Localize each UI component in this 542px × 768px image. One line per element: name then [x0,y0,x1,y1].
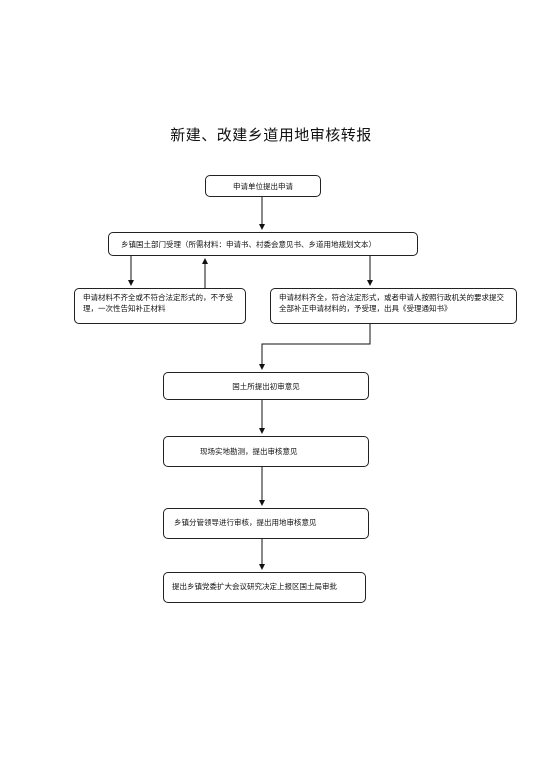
step-preliminary-review-node: 国土所提出初审意见 [163,372,369,400]
step-submit-approval-node: 提出乡镇党委扩大会议研究决定上报区国土局审批 [163,572,366,603]
step-accepted-text: 申请材料齐全，符合法定形式，或者申请人按照行政机关的要求提交全部补正申请材料的，… [279,293,504,313]
step-acceptance-node: 乡镇国土部门受理（所需材料：申请书、村委会意见书、乡道用地规划文本） [108,232,418,256]
step-leader-review-text: 乡镇分管领导进行审核，提出用地审核意见 [174,518,317,527]
step-application-text: 申请单位提出申请 [233,182,293,191]
step-accepted-node: 申请材料齐全，符合法定形式，或者申请人按照行政机关的要求提交全部补正申请材料的，… [270,288,517,324]
step-acceptance-text: 乡镇国土部门受理（所需材料：申请书、村委会意见书、乡道用地规划文本） [121,240,376,249]
page-title: 新建、改建乡道用地审核转报 [170,126,372,144]
step-leader-review-node: 乡镇分管领导进行审核，提出用地审核意见 [163,508,369,539]
step-rejected-text: 申请材料不齐全或不符合法定形式的，不予受理，一次性告知补正材料 [83,293,233,313]
step-preliminary-review-text: 国土所提出初审意见 [232,382,300,391]
step-site-survey-text: 现场实地勘测，提出审核意见 [200,447,298,456]
arrow-accepted-to-preliminary [259,324,371,370]
step-rejected-node: 申请材料不齐全或不符合法定形式的，不予受理，一次性告知补正材料 [74,288,246,324]
step-submit-approval-text: 提出乡镇党委扩大会议研究决定上报区国土局审批 [172,582,337,591]
step-site-survey-node: 现场实地勘测，提出审核意见 [163,436,369,467]
step-application-node: 申请单位提出申请 [205,175,321,197]
